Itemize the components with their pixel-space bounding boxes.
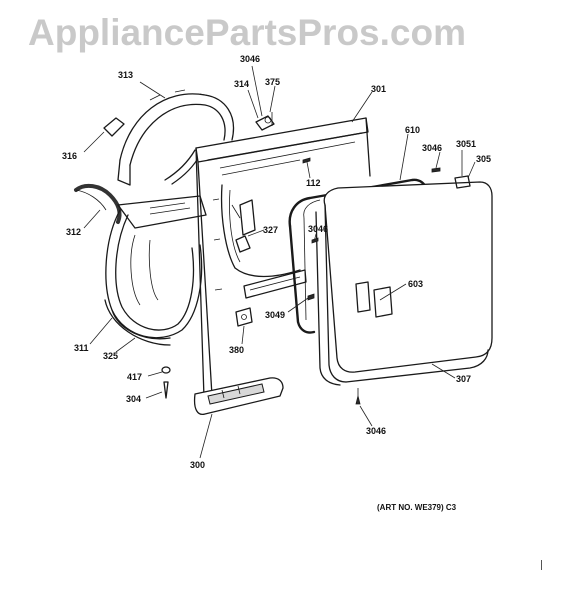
callout-112: 112 <box>306 178 321 188</box>
callout-327: 327 <box>263 225 279 235</box>
callout-316: 316 <box>62 151 78 161</box>
edge-mark <box>541 560 542 570</box>
screw-3046-right <box>431 167 441 173</box>
callout-325: 325 <box>103 351 119 361</box>
drum-seal-312 <box>74 183 122 224</box>
callout-375: 375 <box>265 77 281 87</box>
door-assembly-307 <box>303 175 493 386</box>
callout-417: 417 <box>127 372 143 382</box>
screw-3049 <box>307 293 315 301</box>
callout-305: 305 <box>476 154 492 164</box>
screw-3046-bottom <box>355 388 361 405</box>
callout-307: 307 <box>456 374 472 384</box>
door-strike-380 <box>235 307 253 327</box>
bulkhead-ring-313 <box>117 89 234 186</box>
callout-3051: 3051 <box>456 139 477 149</box>
callout-312: 312 <box>66 227 82 237</box>
callout-3046: 3046 <box>308 224 329 234</box>
front-bulkhead-311 <box>104 195 207 346</box>
art-number: (ART NO. WE379) C3 <box>377 503 457 512</box>
callout-3049: 3049 <box>265 310 286 320</box>
screw-417-304 <box>161 366 171 399</box>
front-panel-301 <box>195 117 371 399</box>
door-handle-603 <box>355 281 393 318</box>
callout-301: 301 <box>371 84 387 94</box>
felt-seal-316 <box>103 117 125 137</box>
callout-300: 300 <box>190 460 206 470</box>
callout-304: 304 <box>126 394 142 404</box>
leader-lines <box>83 65 476 459</box>
callout-380: 380 <box>229 345 245 355</box>
callout-610: 610 <box>405 125 421 135</box>
screw-3046-mid <box>311 237 319 244</box>
screw-112 <box>302 157 311 164</box>
callout-3046: 3046 <box>422 143 443 153</box>
callout-603: 603 <box>408 279 424 289</box>
callout-313: 313 <box>118 70 134 80</box>
watermark-text: AppliancePartsPros.com <box>28 12 466 53</box>
callout-314: 314 <box>234 79 250 89</box>
callout-3046: 3046 <box>366 426 387 436</box>
control-base-300 <box>193 377 284 416</box>
door-switch-327 <box>231 199 256 253</box>
hinge-bracket-314-375 <box>255 112 275 131</box>
callout-3046: 3046 <box>240 54 261 64</box>
callout-311: 311 <box>74 343 89 353</box>
